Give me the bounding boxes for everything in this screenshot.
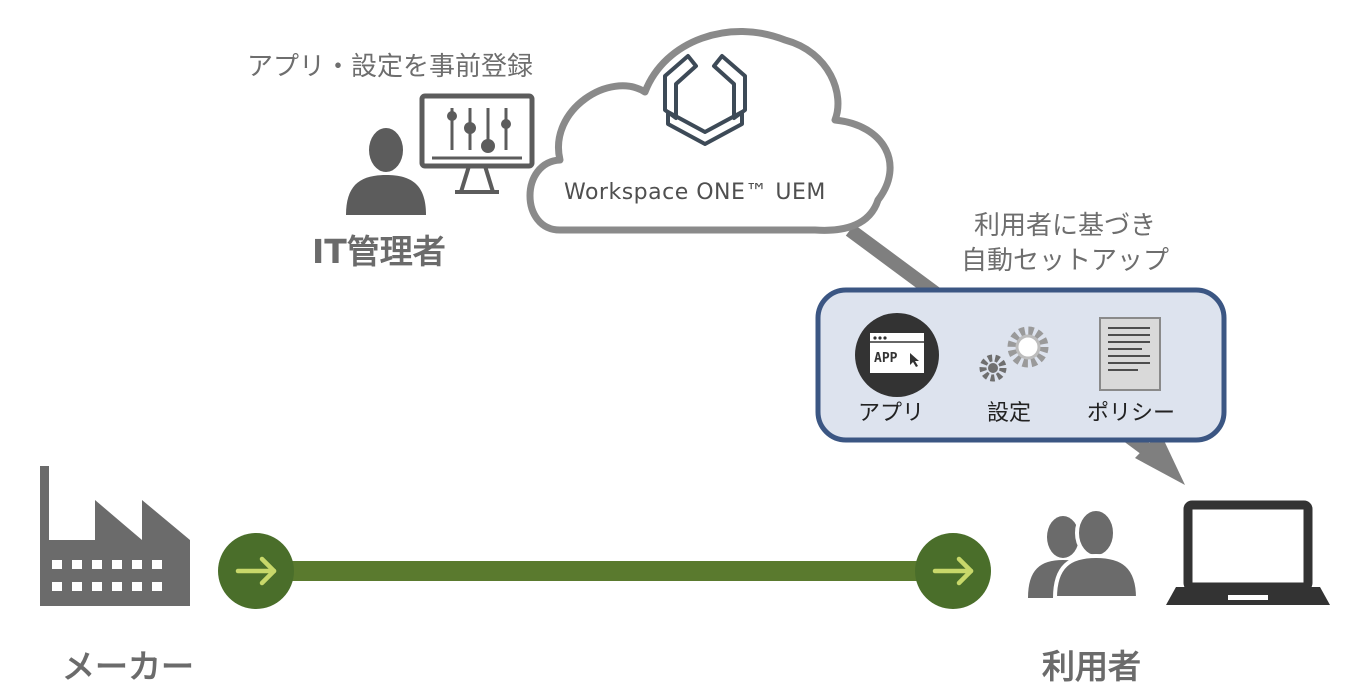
auto-setup-caption-line1: 利用者に基づき <box>973 211 1156 241</box>
settings-monitor-icon <box>419 93 535 194</box>
policy-document-icon <box>1099 317 1161 391</box>
product-label: Workspace ONE™ UEM <box>564 180 826 205</box>
app-icon: APP <box>855 313 939 397</box>
app-label: アプリ <box>858 401 925 426</box>
delivery-line <box>218 533 991 609</box>
auto-setup-caption-line2: 自動セットアップ <box>960 246 1169 276</box>
gears-icon <box>979 326 1049 382</box>
app-icon-text: APP <box>874 351 898 366</box>
admin-caption: アプリ・設定を事前登録 <box>247 52 534 82</box>
arrow-right-icon <box>932 556 974 586</box>
admin-label: IT管理者 <box>312 232 446 271</box>
user-label: 利用者 <box>1042 647 1141 686</box>
factory-icon <box>40 466 190 606</box>
maker-label: メーカー <box>62 647 194 686</box>
settings-label: 設定 <box>987 401 1032 426</box>
workspace-one-logo <box>663 54 747 146</box>
admin-person-icon <box>346 128 426 215</box>
arrow-right-icon <box>235 556 277 586</box>
laptop-icon <box>1166 500 1330 605</box>
policy-label: ポリシー <box>1087 401 1176 426</box>
users-icon <box>1028 507 1141 600</box>
